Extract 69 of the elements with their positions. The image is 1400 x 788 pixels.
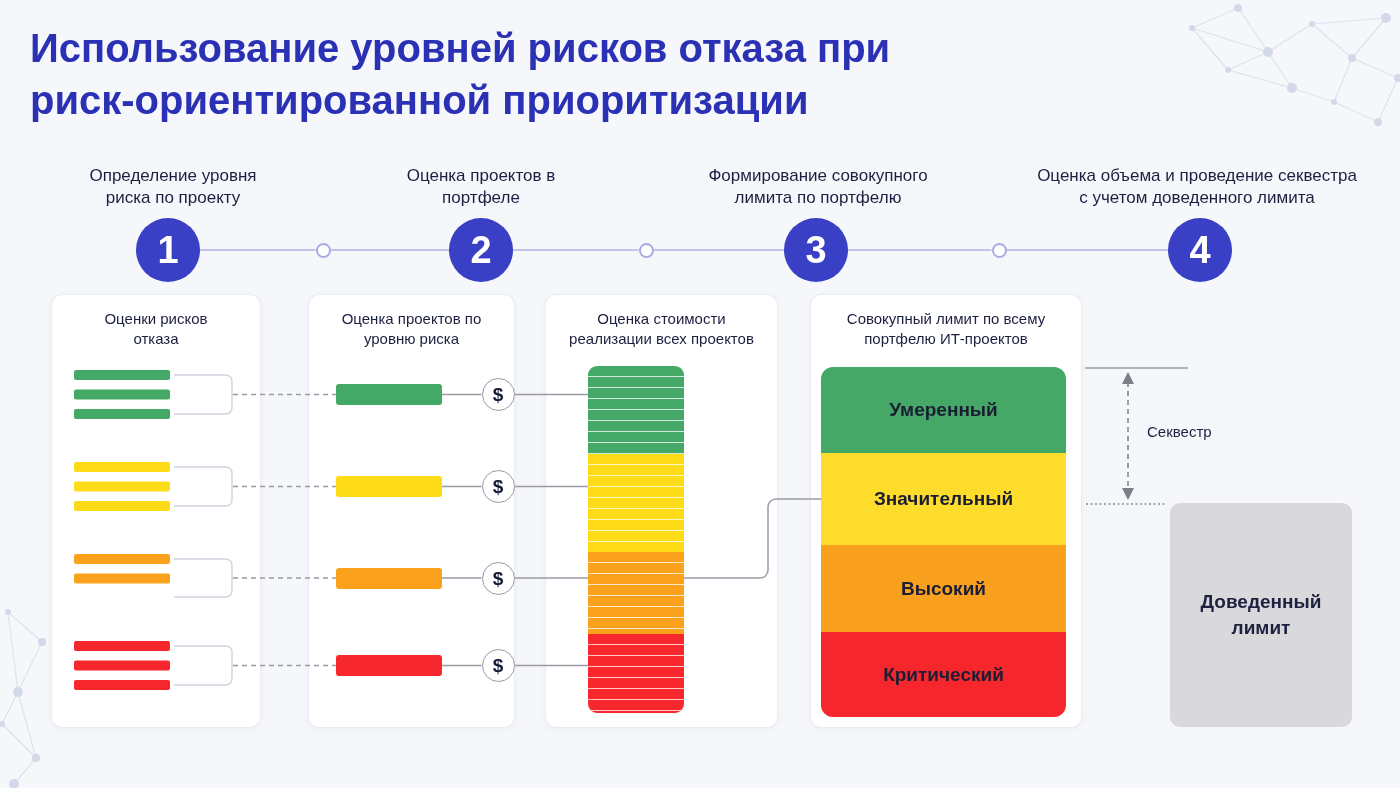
dashed-connector: [232, 577, 337, 579]
risk-level-label: Значительный: [873, 487, 1014, 511]
connector-line: [652, 249, 785, 251]
panel-card: [546, 295, 777, 727]
panel-card: [811, 295, 1081, 727]
page-title: Использование уровней рисков отказа при риск-ориентированной приоритизации: [30, 25, 892, 124]
connector-line: [441, 393, 483, 396]
risk-bars-group: [74, 641, 233, 690]
currency-sign: $: [492, 477, 504, 496]
currency-sign: $: [492, 568, 504, 588]
cost-circle: [481, 561, 515, 595]
cost-circle: [481, 649, 515, 682]
dimension-label: Секвестр: [1147, 422, 1212, 442]
limit-label: Доведенный лимит: [1199, 590, 1323, 640]
risk-level-band: [821, 632, 1066, 717]
connector-line: [1005, 249, 1169, 251]
ring-icon: [991, 242, 1007, 258]
connector-line: [513, 664, 589, 667]
cost-bar-segment: [588, 366, 684, 454]
ring-icon: [315, 242, 331, 258]
panel-heading: Оценка стоимости реализации всех проектов: [568, 309, 755, 349]
connector-line: [441, 577, 483, 579]
connector-line: [513, 577, 589, 579]
connector-line: [847, 249, 993, 251]
risk-bar: [336, 476, 442, 497]
cost-circle: [481, 470, 515, 503]
connector-line: [683, 498, 822, 579]
risk-bar: [336, 384, 442, 405]
risk-bar: [336, 655, 442, 676]
step-heading: Оценка объема и проведение секвестра с учетом доведенного лимита: [1036, 165, 1358, 209]
connector-line: [441, 485, 483, 488]
connector-line: [512, 249, 640, 251]
risk-level-label: Высокий: [901, 576, 986, 601]
risk-level-band: [821, 453, 1066, 545]
step-number: 3: [805, 231, 827, 269]
panel-heading: Оценки рисков отказа: [103, 309, 209, 349]
step-number: 1: [157, 231, 179, 269]
connector-line: [199, 249, 317, 251]
dashed-connector: [232, 485, 337, 488]
dashed-connector: [232, 664, 337, 667]
limit-box: [1170, 503, 1352, 727]
risk-level-band: [821, 545, 1066, 632]
currency-sign: $: [492, 656, 504, 675]
connector-line: [513, 393, 589, 396]
step-heading: Определение уровня риска по проекту: [88, 165, 258, 209]
panel-card: [309, 295, 514, 727]
step-number: 2: [470, 231, 492, 269]
risk-bars-group: [74, 462, 233, 511]
risk-bars-group: [74, 370, 233, 419]
risk-level-band: [821, 367, 1066, 453]
connector-line: [329, 249, 450, 251]
ring-icon: [638, 242, 654, 258]
dashed-connector: [232, 393, 337, 396]
connector-line: [441, 664, 483, 667]
panel-heading: Совокупный лимит по всему портфелю ИТ-проектов: [845, 309, 1047, 349]
cost-bar-segment: [588, 634, 684, 713]
connector-line: [513, 485, 589, 488]
cost-circle: [481, 378, 515, 411]
risk-bar: [336, 567, 442, 589]
cost-bar-segment: [588, 454, 684, 552]
risk-level-label: Умеренный: [889, 398, 998, 422]
step-number: 4: [1189, 231, 1211, 269]
risk-level-label: Критический: [883, 662, 1004, 687]
panel-heading: Оценка проектов по уровню риска: [340, 309, 483, 349]
panel-card: [52, 295, 260, 727]
currency-sign: $: [492, 385, 504, 404]
step-heading: Формирование совокупного лимита по портфелю: [707, 165, 929, 209]
cost-bar-segment: [588, 552, 684, 634]
step-heading: Оценка проектов в портфеле: [405, 165, 557, 209]
